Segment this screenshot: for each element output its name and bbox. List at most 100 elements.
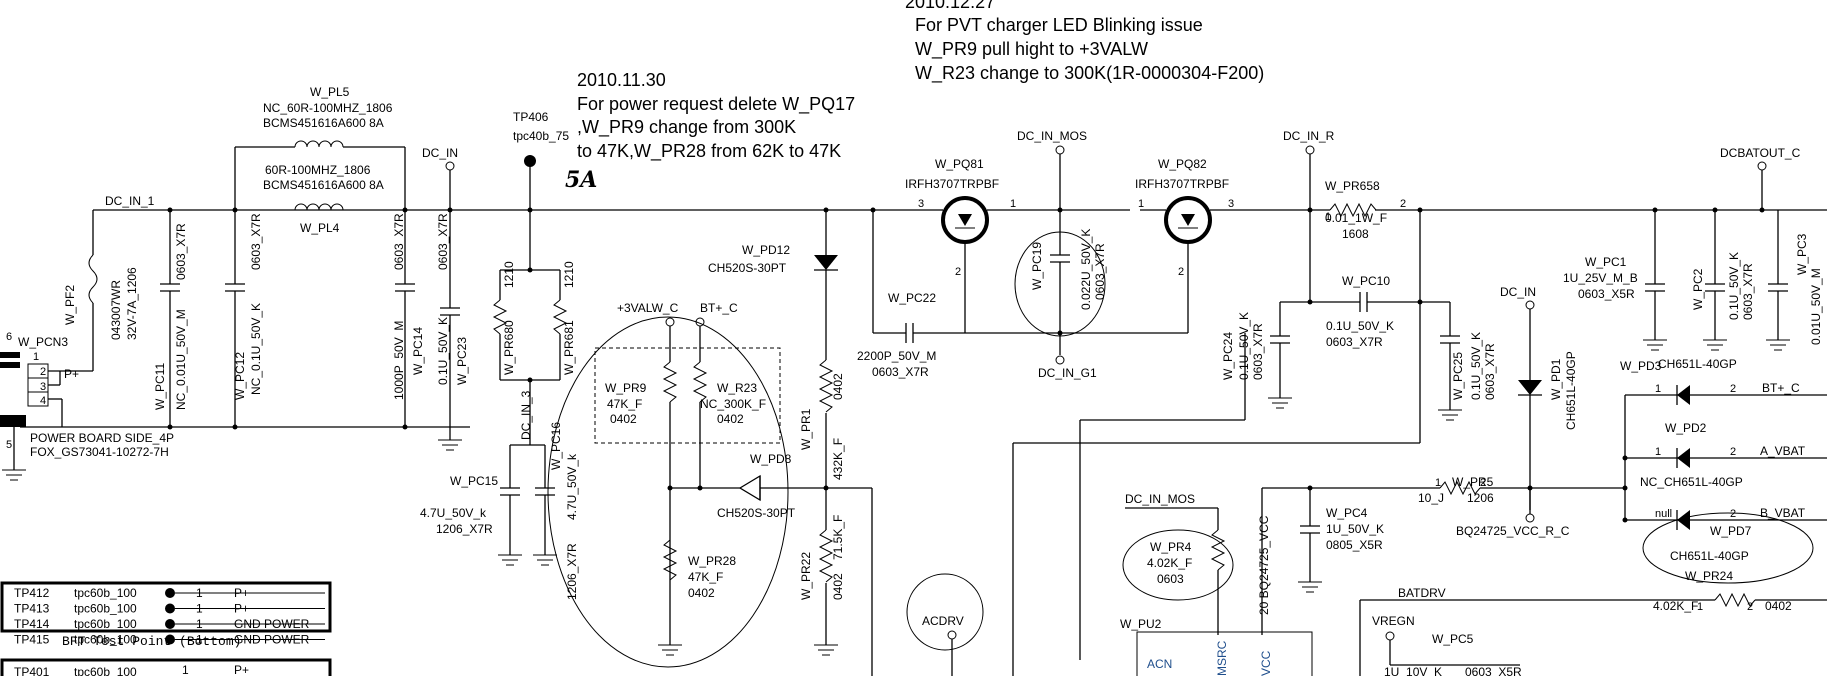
- test-point-dot: [165, 634, 175, 645]
- capacitor-w-pc24: W_PC24 0.1U_50V_K 0603_X7R: [1221, 302, 1292, 409]
- svg-text:BQ24725_VCC_R_C: BQ24725_VCC_R_C: [1456, 524, 1570, 538]
- svg-text:IRFH3707TRPBF: IRFH3707TRPBF: [1135, 177, 1229, 191]
- svg-text:P+: P+: [64, 367, 79, 381]
- svg-text:BT+_C: BT+_C: [1762, 381, 1800, 395]
- resistor-w-pr658: DC_IN_R W_PR658 1 2 0.01_1W_F 1608: [1283, 129, 1423, 302]
- resistor-w-pr1: W_PR1 0402 432K_F: [799, 359, 873, 676]
- svg-text:2: 2: [1480, 477, 1486, 489]
- svg-text:0402: 0402: [610, 412, 637, 426]
- diode-w-pd1: DC_IN W_PD1 CH651L-40GP: [1500, 285, 1578, 510]
- svg-text:2: 2: [40, 366, 46, 378]
- svg-text:0603: 0603: [1157, 572, 1184, 586]
- svg-text:B_VBAT: B_VBAT: [1760, 506, 1806, 520]
- svg-text:2: 2: [1747, 601, 1753, 613]
- diode-w-pd2: W_PD2 1 2 A_VBAT NC_CH651L-40GP: [1625, 421, 1827, 489]
- svg-text:null: null: [1655, 508, 1672, 520]
- test-point-name: TP414: [14, 617, 50, 631]
- svg-text:W_PR24: W_PR24: [1685, 569, 1733, 583]
- resistor-w-pr22: W_PR22 71.5K_F 0402: [799, 515, 845, 656]
- svg-text:W_PC11: W_PC11: [153, 363, 167, 410]
- capacitor-w-pc23: DC_IN 0603_X7R 0.1U_50V_K W_PC23: [422, 146, 469, 451]
- resistor-w-pr681: 1210 W_PR681: [500, 261, 576, 445]
- svg-text:TP406: TP406: [513, 110, 549, 124]
- svg-text:1608: 1608: [1342, 227, 1369, 241]
- svg-text:0603_X7R: 0603_X7R: [1093, 243, 1107, 300]
- svg-text:DC_IN: DC_IN: [422, 146, 458, 160]
- svg-text:5: 5: [6, 439, 12, 451]
- resistor-w-pr680: 1210 W_PR680: [492, 261, 560, 380]
- svg-text:2: 2: [1178, 266, 1184, 278]
- test-point-name: TP412: [14, 586, 50, 600]
- capacitor-w-pc4: W_PC4 1U_50V_K 0805_X5R: [1261, 485, 1384, 635]
- test-point-tp406: TP406 tpc40b_75: [513, 110, 569, 270]
- svg-text:W_PR5: W_PR5: [1452, 475, 1494, 489]
- diode-w-pd3: W_PD3 1 2 BT+_C: [1620, 359, 1827, 405]
- svg-text:3: 3: [1228, 198, 1234, 210]
- svg-text:1210: 1210: [502, 261, 516, 288]
- capacitor-w-pc14: 0603_X7R 1000P_50V_M W_PC14: [392, 207, 425, 430]
- svg-text:W_PD7: W_PD7: [1710, 524, 1752, 538]
- svg-text:1: 1: [33, 351, 39, 363]
- svg-text:1000P_50V_M: 1000P_50V_M: [392, 321, 406, 400]
- svg-text:0603_X7R: 0603_X7R: [1741, 263, 1755, 320]
- svg-text:W_PR4: W_PR4: [1150, 540, 1192, 554]
- svg-text:W_PC3: W_PC3: [1795, 233, 1809, 275]
- note-line: W_R23 change to 300K(1R-0000304-F200): [915, 63, 1264, 84]
- test-point-dot: [165, 619, 175, 629]
- capacitor-w-pc2: W_PC2 0.1U_50V_K 0603_X7R: [1691, 207, 1755, 351]
- svg-text:tpc40b_75: tpc40b_75: [513, 129, 569, 143]
- svg-text:DC_IN_MOS: DC_IN_MOS: [1125, 492, 1195, 506]
- diode-w-pd7: null 2 B_VBAT W_PD7 CH651L-40GP: [1622, 395, 1827, 584]
- inductor-w-pl4: 60R-100MHZ_1806 BCMS451616A600 8A W_PL4: [263, 163, 384, 235]
- net-dc-in-1: DC_IN_1: [105, 194, 155, 208]
- svg-text:ACN: ACN: [1147, 657, 1172, 671]
- svg-text:W_PC25: W_PC25: [1451, 352, 1465, 400]
- svg-text:0603_X7R: 0603_X7R: [872, 365, 929, 379]
- test-point-name: TP415: [14, 633, 50, 647]
- diode-w-pd12: W_PD12 CH520S-30PT: [708, 207, 838, 360]
- test-point-dot: [165, 588, 175, 598]
- svg-text:W_PR28: W_PR28: [688, 554, 736, 568]
- svg-text:1206_X7R: 1206_X7R: [436, 522, 493, 536]
- svg-text:BT+_C: BT+_C: [700, 301, 738, 315]
- svg-text:W_PD3: W_PD3: [1620, 359, 1662, 373]
- svg-text:P+: P+: [234, 663, 249, 676]
- svg-text:0.01_1W_F: 0.01_1W_F: [1325, 211, 1387, 225]
- svg-text:W_PR22: W_PR22: [799, 552, 813, 600]
- svg-text:NC_300K_F: NC_300K_F: [700, 397, 766, 411]
- test-point-dot: [165, 603, 175, 614]
- svg-text:W_PD8: W_PD8: [750, 452, 792, 466]
- svg-text:6: 6: [6, 331, 12, 343]
- svg-text:60R-100MHZ_1806: 60R-100MHZ_1806: [265, 163, 371, 177]
- svg-text:W_PC24: W_PC24: [1221, 332, 1235, 380]
- test-point-value: tpc60b_100: [74, 602, 137, 616]
- resistor-w-pr5: 1 2 W_PR5 10_J 1206 BQ24725_VCC_R_C: [1310, 475, 1628, 538]
- note-date: 2010.11.30: [577, 70, 666, 90]
- svg-text:1: 1: [1010, 198, 1016, 210]
- note-line: ,W_PR9 change from 300K: [577, 117, 796, 138]
- svg-text:0402: 0402: [717, 412, 744, 426]
- svg-text:1: 1: [1697, 601, 1703, 613]
- svg-text:W_PC22: W_PC22: [888, 291, 936, 305]
- svg-text:0603_X5R: 0603_X5R: [1465, 665, 1522, 676]
- svg-text:W_PC2: W_PC2: [1691, 268, 1705, 310]
- note-line: For PVT charger LED Blinking issue: [915, 15, 1203, 35]
- svg-text:0603_X7R: 0603_X7R: [436, 213, 450, 270]
- capacitor-w-pc11: 0603_X7R NC_0.01U_50V_M W_PC11: [153, 207, 188, 430]
- svg-text:1U_25V_M_B: 1U_25V_M_B: [1563, 271, 1638, 285]
- svg-text:W_PR680: W_PR680: [502, 320, 516, 375]
- svg-text:A_VBAT: A_VBAT: [1760, 444, 1806, 458]
- svg-text:W_PF2: W_PF2: [63, 285, 77, 325]
- capacitor-w-pc19: DC_IN_MOS DC_IN_G1 W_PC19 0.022U_50V_K 0…: [1014, 129, 1107, 380]
- svg-text:TP401: TP401: [14, 665, 50, 676]
- svg-text:W_PQ81: W_PQ81: [935, 157, 984, 171]
- svg-text:NC_0.1U_50V_K: NC_0.1U_50V_K: [249, 303, 263, 395]
- svg-text:BATDRV: BATDRV: [1398, 586, 1446, 600]
- svg-text:0.022U_50V_K: 0.022U_50V_K: [1079, 229, 1093, 310]
- svg-text:DC_IN_R: DC_IN_R: [1283, 129, 1335, 143]
- svg-text:1: 1: [1655, 446, 1661, 458]
- svg-text:32V-7A_1206: 32V-7A_1206: [125, 267, 139, 340]
- svg-text:3: 3: [40, 381, 46, 393]
